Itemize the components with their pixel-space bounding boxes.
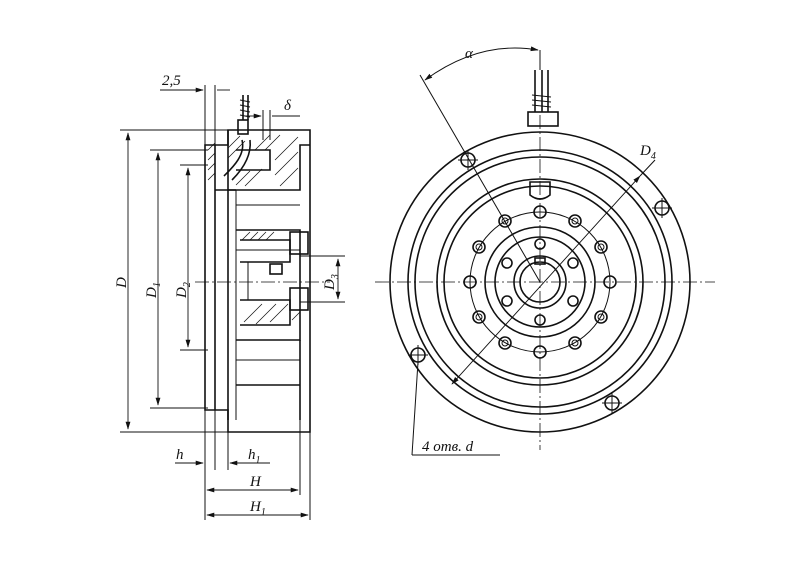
label-delta: δ bbox=[284, 98, 292, 114]
label-alpha: α bbox=[465, 46, 474, 62]
front-view bbox=[375, 46, 715, 456]
label-h: h bbox=[176, 447, 184, 463]
label-D: D bbox=[114, 277, 130, 289]
label-2-5: 2,5 bbox=[162, 73, 181, 89]
label-h1: h1 bbox=[248, 447, 261, 466]
label-H1: H1 bbox=[249, 499, 266, 518]
side-dimensions bbox=[120, 85, 345, 520]
side-section-view bbox=[195, 95, 330, 433]
hatch-middle bbox=[241, 231, 301, 325]
label-holes-note: 4 отв. d bbox=[422, 439, 474, 455]
label-D4: D4 bbox=[639, 143, 656, 162]
label-D1: D1 bbox=[144, 282, 163, 299]
hatch-top bbox=[207, 134, 299, 187]
label-H: H bbox=[249, 474, 262, 490]
label-D3: D3 bbox=[322, 274, 341, 291]
label-D2: D2 bbox=[174, 282, 193, 299]
